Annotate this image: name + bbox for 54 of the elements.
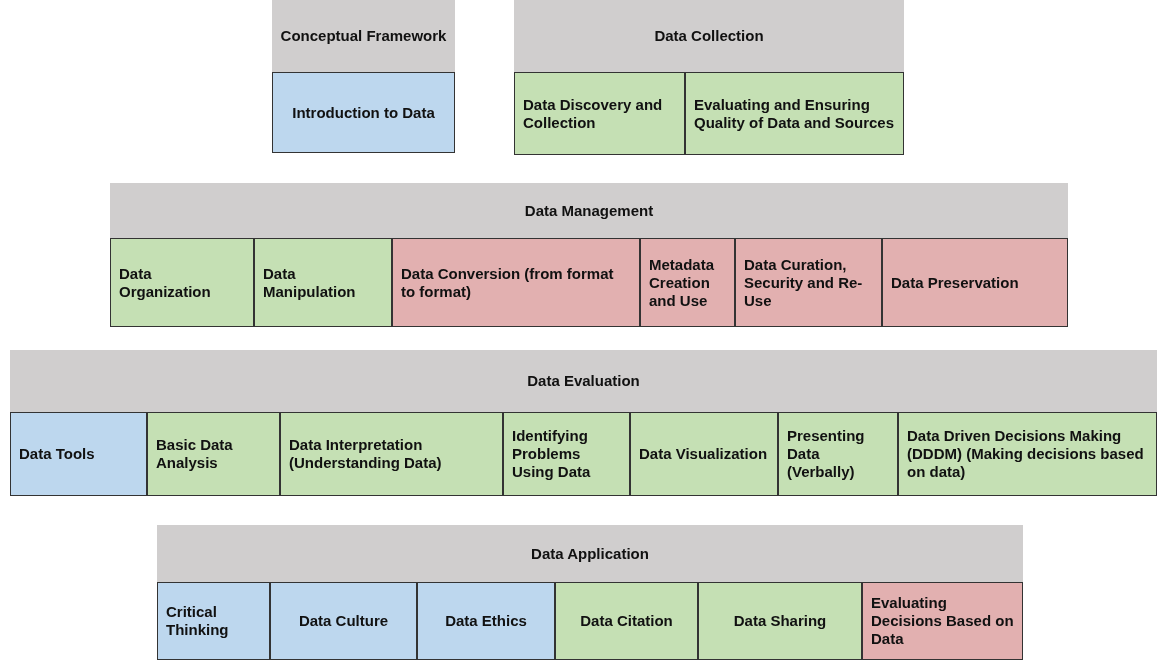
topic-label: Data Manipulation — [263, 264, 357, 301]
topic-label: Data Ethics — [445, 612, 527, 630]
group-heading: Conceptual Framework — [280, 27, 447, 45]
topic-cell — [417, 582, 555, 660]
topic-cell — [157, 582, 270, 660]
topic-label: Data Visualization — [639, 445, 768, 463]
topic-cell — [555, 582, 698, 660]
topic-label: Data Conversion (from format to format) — [401, 264, 615, 301]
topic-cell — [270, 582, 417, 660]
topic-label: Data Tools — [19, 445, 95, 463]
topic-label: Evaluating and Ensuring Quality of Data and Sources — [694, 95, 895, 132]
topic-label: Data Sharing — [733, 612, 827, 630]
topic-label: Critical Thinking — [166, 603, 230, 639]
topic-label: Basic Data Analysis — [156, 436, 234, 472]
topic-cell — [630, 412, 778, 496]
topic-cell — [778, 412, 898, 496]
group-heading: Data Collection — [654, 27, 764, 45]
topic-cell — [698, 582, 862, 660]
group-heading: Data Management — [524, 201, 654, 220]
group-heading: Data Application — [531, 544, 649, 563]
header-band — [110, 183, 1068, 238]
topic-cell — [735, 238, 882, 327]
topic-cell — [503, 412, 630, 496]
topic-label: Data Driven Decisions Making (DDDM) (Making decisions based on data) — [907, 427, 1145, 481]
topic-label: Data Curation, Security and Re-Use — [744, 255, 864, 310]
topic-label: Evaluating Decisions Based on Data — [871, 594, 1014, 648]
topic-label: Data Culture — [298, 612, 389, 630]
group-heading: Data Evaluation — [527, 372, 640, 390]
topic-label: Data Citation — [580, 612, 673, 630]
topic-cell — [110, 238, 254, 327]
topic-label: Data Organization — [119, 264, 212, 301]
topic-cell — [254, 238, 392, 327]
topic-cell — [10, 412, 147, 496]
topic-label: Metadata Creation and Use — [649, 255, 716, 310]
topic-cell — [898, 412, 1157, 496]
topic-label: Presenting Data (Verbally) — [787, 427, 866, 481]
header-band — [10, 350, 1157, 412]
topic-label: Data Preservation — [891, 273, 1019, 292]
topic-cell — [882, 238, 1068, 327]
topic-cell — [862, 582, 1023, 660]
header-band — [514, 0, 904, 72]
topic-cell — [272, 72, 455, 153]
header-band — [157, 525, 1023, 582]
header-band — [272, 0, 455, 72]
topic-label: Identifying Problems Using Data — [512, 427, 592, 481]
topic-cell — [280, 412, 503, 496]
topic-cell — [640, 238, 735, 327]
topic-cell — [392, 238, 640, 327]
topic-cell — [685, 72, 904, 155]
topic-label: Data Interpretation (Understanding Data) — [289, 436, 443, 472]
topic-label: Introduction to Data — [292, 103, 435, 122]
topic-label: Data Discovery and Collection — [523, 95, 664, 132]
topic-cell — [147, 412, 280, 496]
topic-cell — [514, 72, 685, 155]
